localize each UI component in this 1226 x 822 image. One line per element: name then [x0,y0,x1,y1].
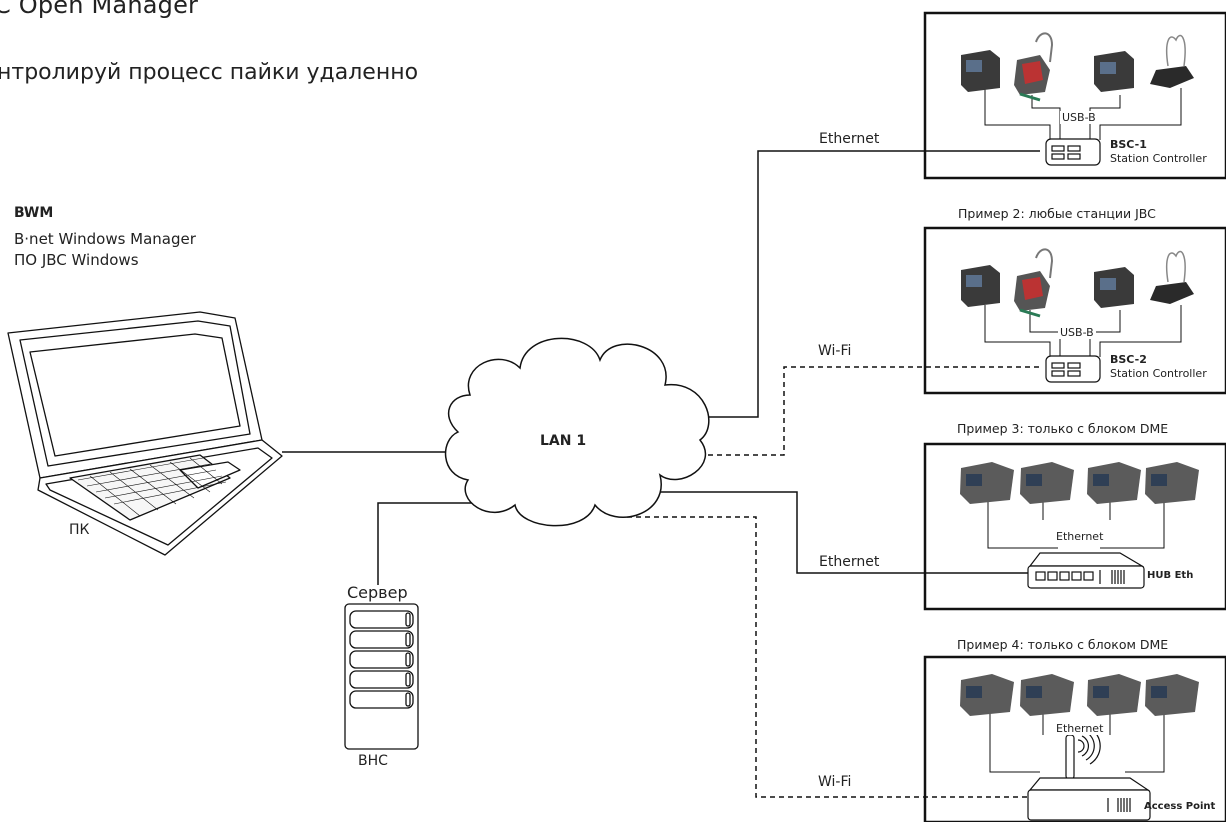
example-3-device-name: HUB Eth [1147,570,1194,581]
laptop-keyboard-grid [77,457,227,517]
example-2-device-desc: Station Controller [1110,367,1207,380]
example-3-caption: Пример 3: только с блоком DME [957,421,1169,436]
example-2-caption: Пример 2: любые станции JBC [958,206,1156,221]
dme-control-unit-icon [1145,462,1199,504]
station-controller-bsc1-icon [1045,138,1101,166]
page-title: C Open Manager [0,0,199,19]
ethernet-link-1 [705,150,1040,418]
example-4-frame [923,655,1226,822]
example-1-device-desc: Station Controller [1110,152,1207,165]
example-3-connector: Ethernet [1054,530,1106,543]
pc-app-name: BWM [14,205,54,221]
server-link-line [377,502,472,585]
pc-app-full: B·net Windows Manager [14,230,196,248]
solder-station-icon [961,265,1000,307]
soldering-stand-icon [1150,250,1194,304]
dme-control-unit-icon [960,674,1014,716]
soldering-stand-icon [1150,34,1194,88]
example-4-caption: Пример 4: только с блоком DME [957,637,1169,652]
pc-app-desc: ПО JBC Windows [14,251,139,269]
example-4-device-name: Access Point [1144,801,1216,812]
link-label-ethernet-1: Ethernet [819,131,880,147]
wifi-link-4 [627,516,1027,798]
example-2-connector: USB-B [1058,326,1096,339]
dme-control-unit-icon [1087,462,1141,504]
laptop-icon [7,311,283,556]
server-label: BHC [358,753,388,769]
solder-station-icon [1094,267,1134,308]
solder-station-icon [1094,51,1134,92]
solder-station-red-icon [1014,248,1054,318]
server-title: Сервер [347,583,408,602]
lan-cloud [444,337,710,527]
link-label-ethernet-3: Ethernet [819,554,880,570]
dme-control-unit-icon [960,462,1014,504]
example-4-connector: Ethernet [1054,722,1106,735]
lan-cloud-label: LAN 1 [540,433,587,449]
ethernet-hub-icon [1027,552,1145,589]
dme-control-unit-icon [1145,674,1199,716]
wifi-link-2 [708,366,1042,456]
link-label-wifi-4: Wi-Fi [818,774,852,790]
pc-label: ПК [69,522,90,538]
link-label-wifi-2: Wi-Fi [818,343,852,359]
dme-control-unit-icon [1087,674,1141,716]
example-3-frame [923,442,1226,611]
example-1-device-name: BSC-1 [1110,138,1147,151]
solder-station-red-icon [1014,32,1054,102]
access-point-icon [1027,734,1151,821]
server-tower-icon [344,603,419,750]
solder-station-icon [961,50,1000,92]
page-subtitle: нтролируй процесс пайки удаленно [0,60,419,85]
example-1-connector: USB-B [1060,111,1098,124]
example-1-frame [923,11,1226,180]
station-controller-bsc2-icon [1045,355,1101,383]
dme-control-unit-icon [1020,674,1074,716]
ethernet-link-3 [660,491,1030,574]
dme-control-unit-icon [1020,462,1074,504]
example-2-frame [923,226,1226,395]
example-2-device-name: BSC-2 [1110,353,1147,366]
